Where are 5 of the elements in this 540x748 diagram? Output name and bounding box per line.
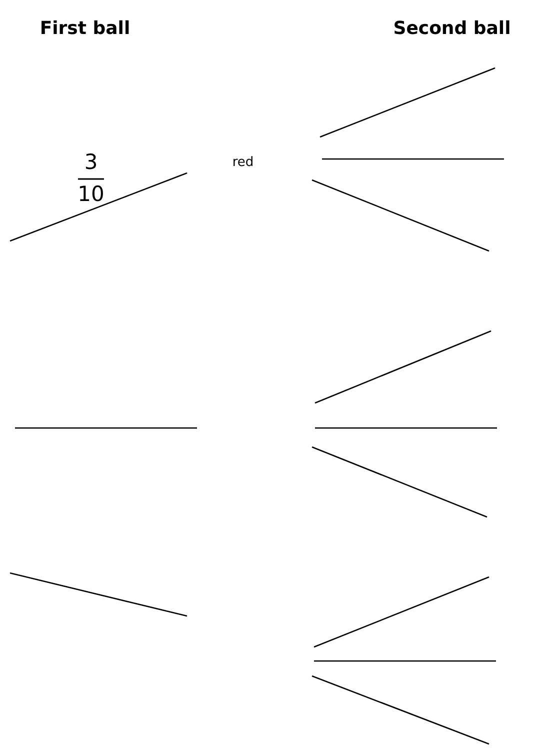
fraction-denominator: 10 (78, 184, 104, 205)
column-heading: Second ball (393, 20, 511, 38)
branch-outcome-label: red (232, 156, 254, 169)
fraction-numerator: 3 (84, 152, 98, 173)
column-heading: First ball (40, 20, 130, 38)
